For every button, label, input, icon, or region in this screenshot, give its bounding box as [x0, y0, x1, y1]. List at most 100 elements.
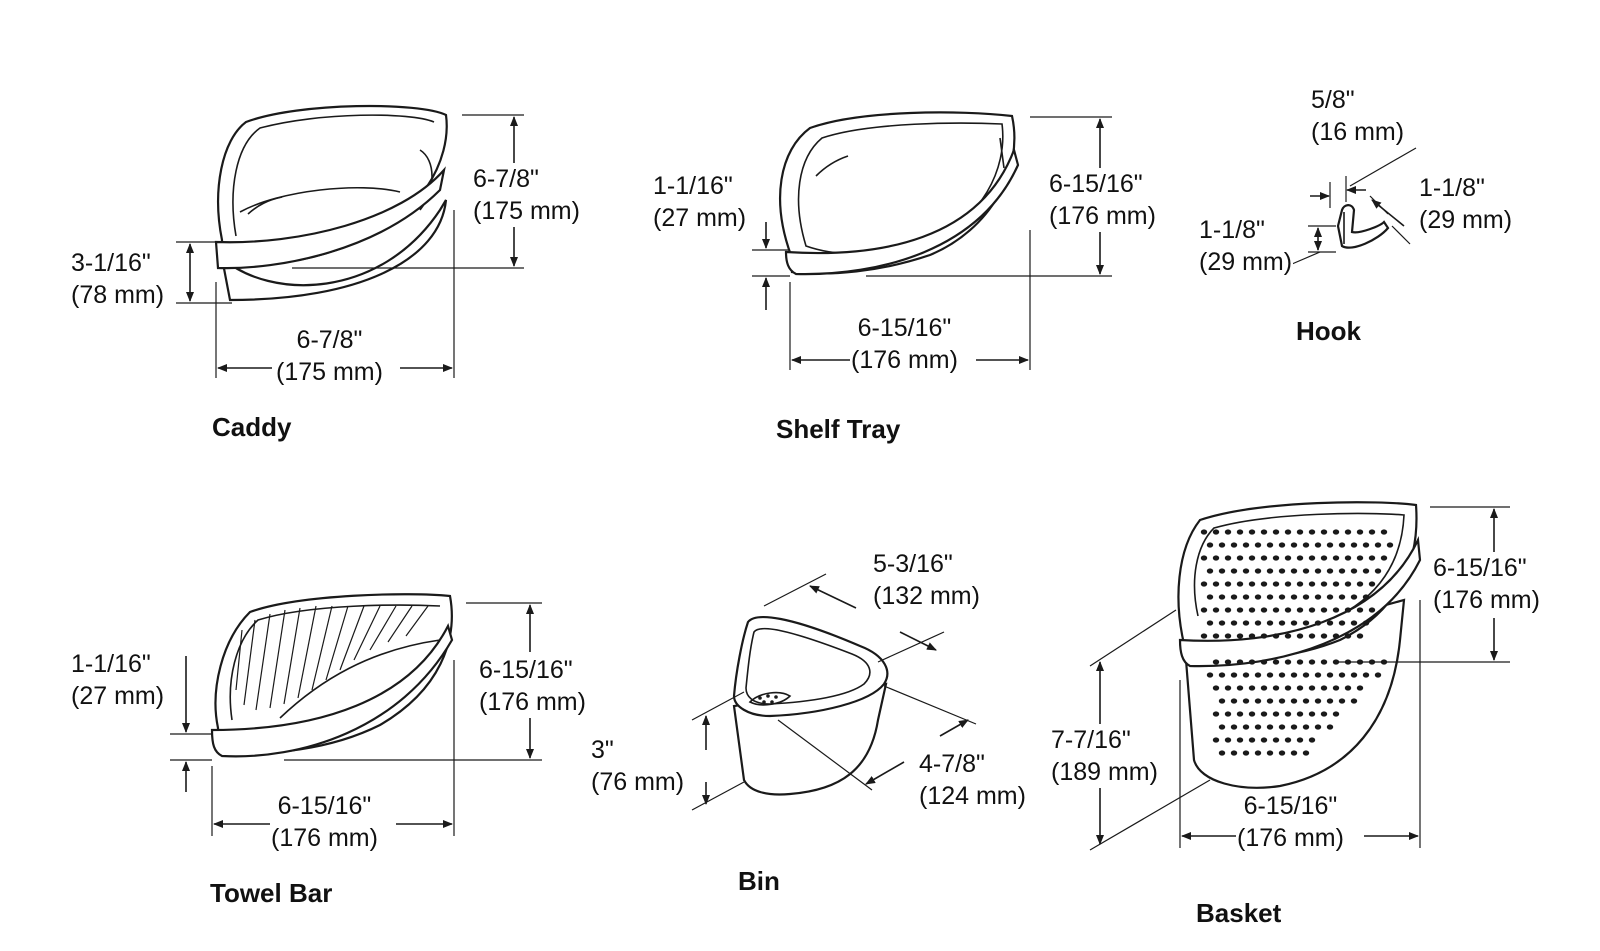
- basket-hole: [1260, 711, 1268, 717]
- basket-hole: [1326, 698, 1334, 704]
- basket-hole: [1320, 659, 1328, 665]
- basket-hole: [1320, 581, 1328, 587]
- basket-hole: [1368, 529, 1376, 535]
- towel-bar-height-dimension: 6-15/16" (176 mm): [478, 654, 587, 718]
- basket-hole: [1218, 750, 1226, 756]
- hook-right-imperial: 1-1/8": [1419, 174, 1485, 202]
- basket-hole: [1206, 568, 1214, 574]
- basket-hole: [1266, 750, 1274, 756]
- basket-hole: [1224, 659, 1232, 665]
- basket-hole: [1308, 659, 1316, 665]
- basket-hole: [1236, 529, 1244, 535]
- basket-hole: [1218, 672, 1226, 678]
- basket-hole: [1260, 633, 1268, 639]
- basket-hole: [1314, 620, 1322, 626]
- bin-side-dimension: 4-7/8" (124 mm): [918, 748, 1027, 812]
- basket-hole: [1314, 542, 1322, 548]
- basket-hole: [1296, 607, 1304, 613]
- basket-hole: [1206, 594, 1214, 600]
- basket-hole: [1350, 698, 1358, 704]
- towel-bar-width-metric: (176 mm): [271, 824, 378, 852]
- basket-hole: [1278, 672, 1286, 678]
- basket-hole: [1296, 737, 1304, 743]
- basket-hole: [1284, 581, 1292, 587]
- basket-hole: [1344, 633, 1352, 639]
- basket-hole: [1272, 607, 1280, 613]
- basket-hole: [1200, 529, 1208, 535]
- towel-bar-title: Towel Bar: [210, 878, 333, 908]
- basket-hole: [1338, 568, 1346, 574]
- basket-hole: [1212, 633, 1220, 639]
- basket-hole: [1368, 555, 1376, 561]
- basket-hole: [1380, 529, 1388, 535]
- basket-hole: [1212, 737, 1220, 743]
- towel-bar-rim-dimension: 1-1/16" (27 mm): [70, 648, 166, 712]
- basket-hole: [1308, 529, 1316, 535]
- shelf-tray-rim-metric: (27 mm): [653, 204, 747, 232]
- basket-hole: [1206, 542, 1214, 548]
- basket-hole: [1266, 672, 1274, 678]
- caddy-width-imperial: 6-7/8": [296, 326, 363, 354]
- towel-bar-illustration: [210, 593, 454, 758]
- basket-hole: [1332, 633, 1340, 639]
- basket-hole: [1212, 607, 1220, 613]
- basket-hole: [1332, 529, 1340, 535]
- basket-hole: [1290, 542, 1298, 548]
- basket-hole: [1242, 620, 1250, 626]
- bin-title: Bin: [738, 866, 780, 896]
- basket-hole: [1290, 724, 1298, 730]
- basket-hole: [1344, 685, 1352, 691]
- basket-hole: [1260, 737, 1268, 743]
- basket-width-dimension: 6-15/16" (176 mm): [1236, 790, 1345, 854]
- basket-hole: [1236, 737, 1244, 743]
- basket-hole: [1368, 581, 1376, 587]
- bin-side-metric: (124 mm): [919, 782, 1026, 810]
- basket-hole: [1284, 737, 1292, 743]
- basket-hole: [1212, 685, 1220, 691]
- basket-hole: [1308, 737, 1316, 743]
- hook-left-imperial: 1-1/8": [1199, 216, 1265, 244]
- basket-hole: [1248, 607, 1256, 613]
- basket-hole: [1356, 529, 1364, 535]
- bin-height-dimension: 3" (76 mm): [590, 734, 686, 798]
- basket-hole: [1284, 633, 1292, 639]
- basket-hole: [1260, 685, 1268, 691]
- caddy-depth-metric: (78 mm): [71, 281, 165, 309]
- basket-hole: [1284, 607, 1292, 613]
- basket-hole: [1314, 568, 1322, 574]
- basket-hole: [1278, 750, 1286, 756]
- basket-hole: [1236, 581, 1244, 587]
- hook-right-metric: (29 mm): [1419, 206, 1513, 234]
- basket-hole: [1248, 581, 1256, 587]
- basket-hole: [1326, 724, 1334, 730]
- basket-hole: [1236, 607, 1244, 613]
- basket-hole: [1248, 529, 1256, 535]
- basket-hole: [1272, 737, 1280, 743]
- basket-hole: [1224, 685, 1232, 691]
- basket-hole: [1344, 555, 1352, 561]
- basket-hole: [1296, 659, 1304, 665]
- basket-hole: [1320, 607, 1328, 613]
- bin-side-imperial: 4-7/8": [919, 750, 985, 778]
- basket-hole: [1236, 659, 1244, 665]
- basket-hole: [1272, 555, 1280, 561]
- basket-hole: [1260, 607, 1268, 613]
- basket-hole: [1344, 581, 1352, 587]
- basket-hole: [1272, 711, 1280, 717]
- basket-hole: [1278, 620, 1286, 626]
- basket-hole: [1362, 594, 1370, 600]
- basket-hole: [1272, 529, 1280, 535]
- basket-hole: [1260, 659, 1268, 665]
- basket-hole: [1362, 620, 1370, 626]
- basket-hole: [1278, 542, 1286, 548]
- basket-hole: [1248, 711, 1256, 717]
- basket-hole: [1308, 711, 1316, 717]
- basket-hole: [1374, 542, 1382, 548]
- basket-illustration: [1177, 501, 1422, 789]
- basket-hole: [1386, 542, 1394, 548]
- basket-title: Basket: [1196, 898, 1282, 928]
- basket-hole: [1350, 594, 1358, 600]
- basket-hole: [1242, 568, 1250, 574]
- basket-hole: [1338, 620, 1346, 626]
